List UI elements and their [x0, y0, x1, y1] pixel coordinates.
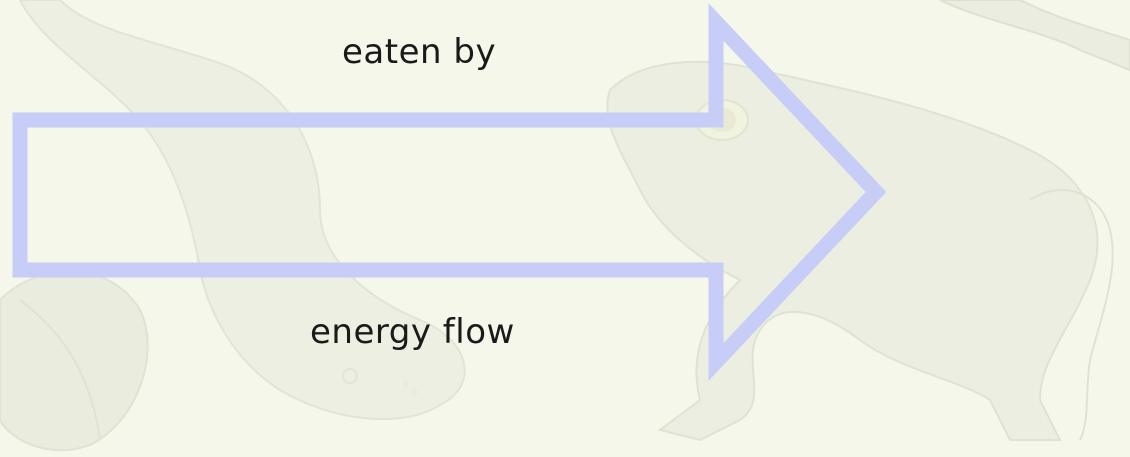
eaten-by-label: eaten by [342, 32, 497, 72]
energy-flow-arrow [12, 3, 887, 381]
salamander-illustration [18, 0, 466, 421]
leaf-illustration [0, 270, 149, 452]
energy-flow-label: energy flow [310, 312, 515, 352]
branch-illustration [939, 0, 1130, 72]
